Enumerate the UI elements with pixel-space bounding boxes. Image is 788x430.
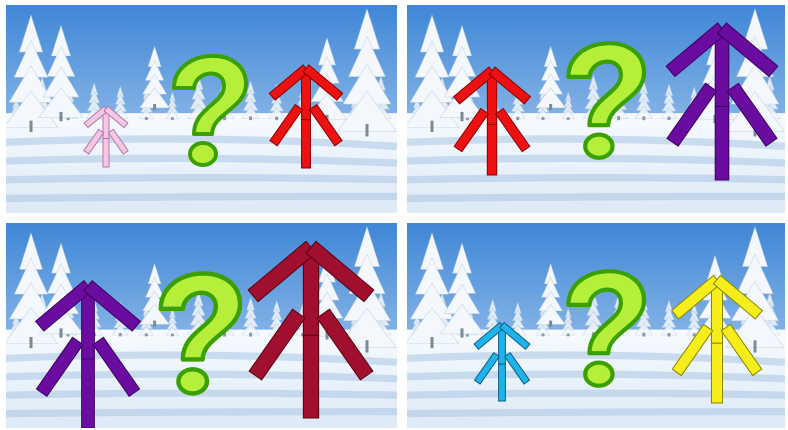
puzzle-panel-bottom-left	[6, 223, 397, 428]
puzzle-panel-top-right	[407, 5, 785, 213]
winter-background	[6, 5, 397, 213]
puzzle-panel-top-left	[6, 5, 397, 213]
puzzle-panel-bottom-right	[407, 223, 785, 428]
